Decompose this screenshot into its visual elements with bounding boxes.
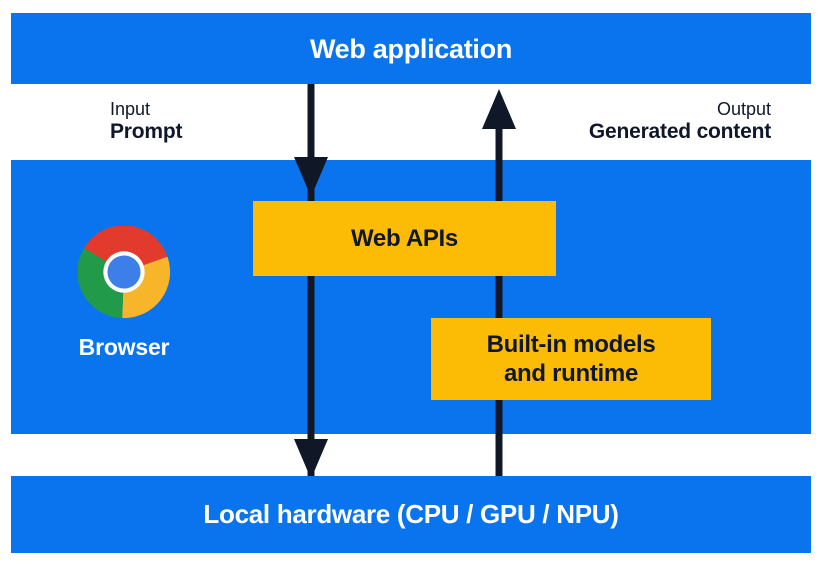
box-builtin-models[interactable]: Built-in models and runtime: [431, 318, 711, 400]
edge-label-output: Output Generated content: [589, 99, 771, 145]
edge-label-input: Input Prompt: [110, 99, 183, 145]
browser-node: Browser: [58, 226, 190, 361]
box-web-apis[interactable]: Web APIs: [253, 201, 556, 276]
edge-label-input-value: Prompt: [110, 120, 183, 144]
band-local-hardware: Local hardware (CPU / GPU / NPU): [11, 476, 811, 553]
edge-label-output-value: Generated content: [588, 120, 771, 144]
band-web-application: Web application: [11, 13, 811, 84]
band-browser-label: Browser: [78, 334, 170, 360]
box-web-apis-label: Web APIs: [351, 224, 458, 252]
edge-label-output-kind: Output: [716, 99, 771, 119]
chrome-logo-icon: [78, 226, 170, 318]
box-builtin-models-label: Built-in models and runtime: [486, 330, 656, 387]
band-web-application-label: Web application: [309, 34, 513, 64]
edge-label-input-kind: Input: [110, 99, 151, 119]
band-local-hardware-label: Local hardware (CPU / GPU / NPU): [203, 499, 619, 529]
